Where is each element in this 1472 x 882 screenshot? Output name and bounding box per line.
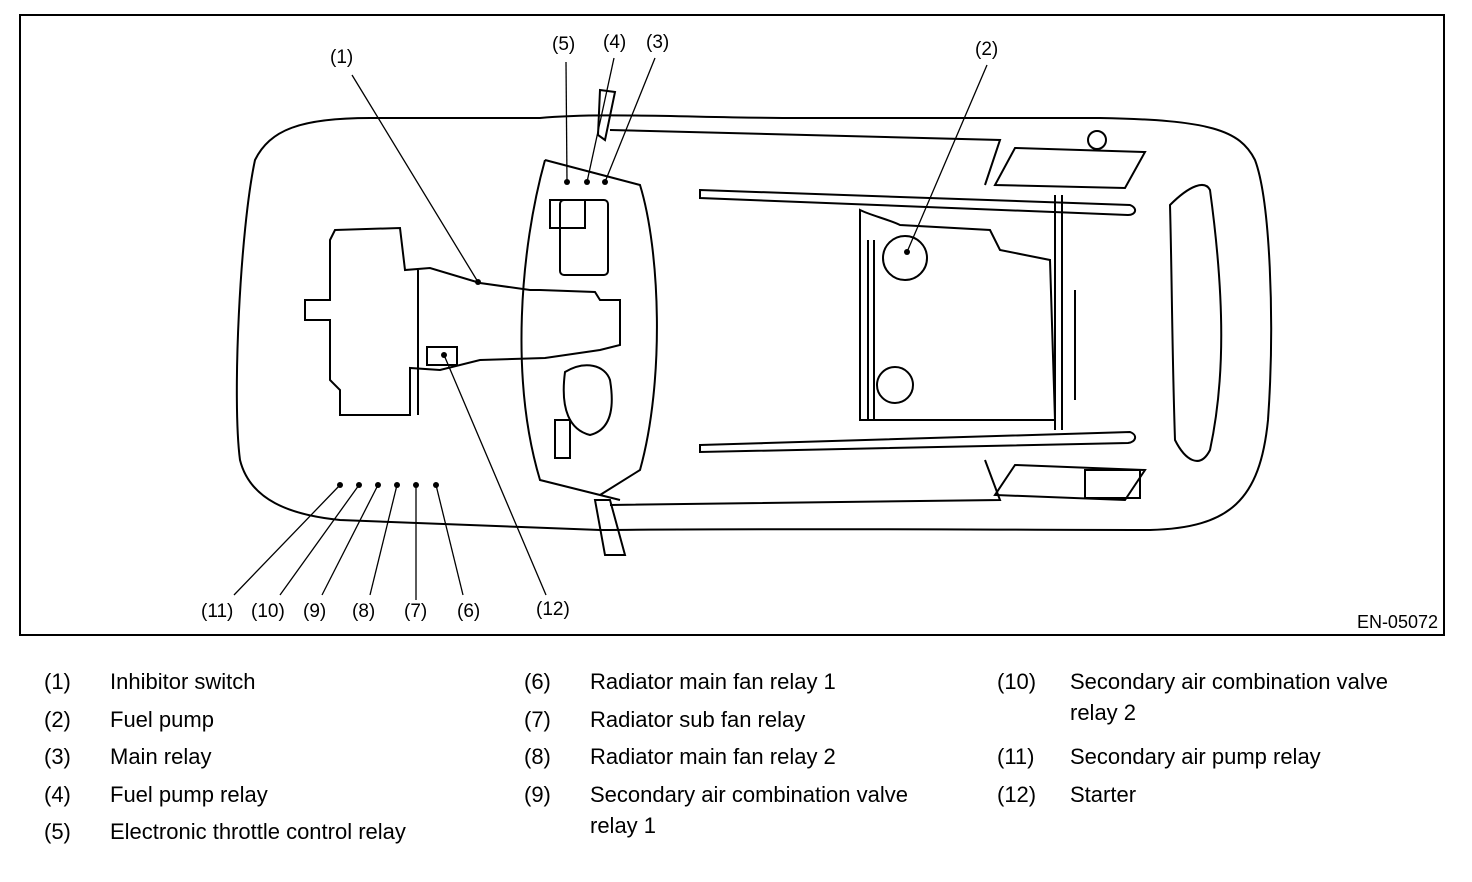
vehicle-component-location-diagram [233,57,1273,600]
callout-2: (2) [975,39,999,60]
legend-label: Fuel pump [110,707,214,732]
callout-4: (4) [603,32,627,53]
callout-5: (5) [552,34,576,55]
callout-11: (11) [201,601,234,622]
pointer-dot-6 [433,482,439,488]
front-strut-upper [596,88,617,142]
figure-id-label: EN-05072 [1356,612,1438,632]
callout-9: (9) [303,601,327,622]
fuel-sub-unit [876,366,914,404]
legend-label: Starter [1070,782,1137,807]
pointer-dot-5 [564,179,570,185]
legend-label: Radiator sub fan relay [590,707,806,732]
legend-number: (7) [524,707,551,732]
legend-label: Inhibitor switch [110,669,256,694]
leader-line-2 [906,64,988,253]
front-firewall [520,159,621,501]
lower-body-line [609,459,1002,506]
front-bay-right-edge [544,159,658,496]
legend-label: Secondary air combination valve [1070,669,1388,694]
leader-line-8 [369,484,398,596]
legend-number: (10) [997,669,1037,694]
front-differential [562,364,613,437]
pointer-dot-3 [602,179,608,185]
leader-line-11 [233,484,341,596]
car-body-outline [235,114,1273,532]
fuel-lines-right [1054,195,1076,430]
pointer-dot-9 [375,482,381,488]
legend-number: (3) [44,744,71,769]
pointer-dot-11 [337,482,343,488]
leader-line-10 [279,484,360,596]
legend-label-line2: relay 1 [590,813,657,838]
legend-label: Secondary air pump relay [1070,744,1321,769]
pointer-dot-8 [394,482,400,488]
callout-10: (10) [251,601,285,622]
leader-line-12 [443,354,547,596]
legend-number: (6) [524,669,551,694]
leader-line-4 [586,57,615,183]
fuel-tank-outline [859,208,1057,421]
pointer-dot-10 [356,482,362,488]
lower-module [554,419,571,459]
legend-number: (11) [997,744,1035,769]
diagram-frame [19,14,1445,636]
front-strut-lower [593,499,627,556]
rear-glass [1168,184,1223,462]
starter-body [426,346,458,366]
legend-label: Radiator main fan relay 1 [590,669,836,694]
leader-line-1 [351,74,479,283]
pointer-dot-4 [584,179,590,185]
legend-label: Fuel pump relay [110,782,268,807]
relay-box-inner [549,199,586,229]
fuel-filler-cap [1087,130,1107,150]
leader-line-5 [565,61,568,183]
upper-side-rail [699,188,1136,217]
legend-label-line2: relay 2 [1070,700,1137,725]
legend-number: (9) [524,782,551,807]
fuel-pump-unit [882,235,928,281]
legend-number: (5) [44,819,71,844]
legend-number: (4) [44,782,71,807]
lower-side-rail [699,430,1136,454]
legend-label: Secondary air combination valve [590,782,908,807]
pointer-dot-12 [441,352,447,358]
leader-line-9 [321,484,379,596]
leader-line-6 [435,484,464,596]
transmission [304,226,621,416]
callout-3: (3) [646,32,670,53]
legend-number: (2) [44,707,71,732]
canister [1084,469,1141,499]
callout-6: (6) [457,601,481,622]
legend-label: Radiator main fan relay 2 [590,744,836,769]
rear-window-lower [993,463,1147,502]
callout-7: (7) [404,601,428,622]
legend-number: (12) [997,782,1037,807]
fuel-lines-left [867,240,875,420]
pointer-dot-1 [475,279,481,285]
legend-number: (1) [44,669,71,694]
legend-label: Main relay [110,744,212,769]
pointer-dot-2 [904,249,910,255]
callout-12: (12) [536,599,570,620]
callout-1: (1) [330,47,354,68]
callout-8: (8) [352,601,376,622]
leader-line-3 [604,57,656,183]
upper-body-line [609,129,1002,186]
legend-number: (8) [524,744,551,769]
rear-window-upper [993,146,1147,190]
pointer-dot-7 [413,482,419,488]
legend-label: Electronic throttle control relay [110,819,406,844]
